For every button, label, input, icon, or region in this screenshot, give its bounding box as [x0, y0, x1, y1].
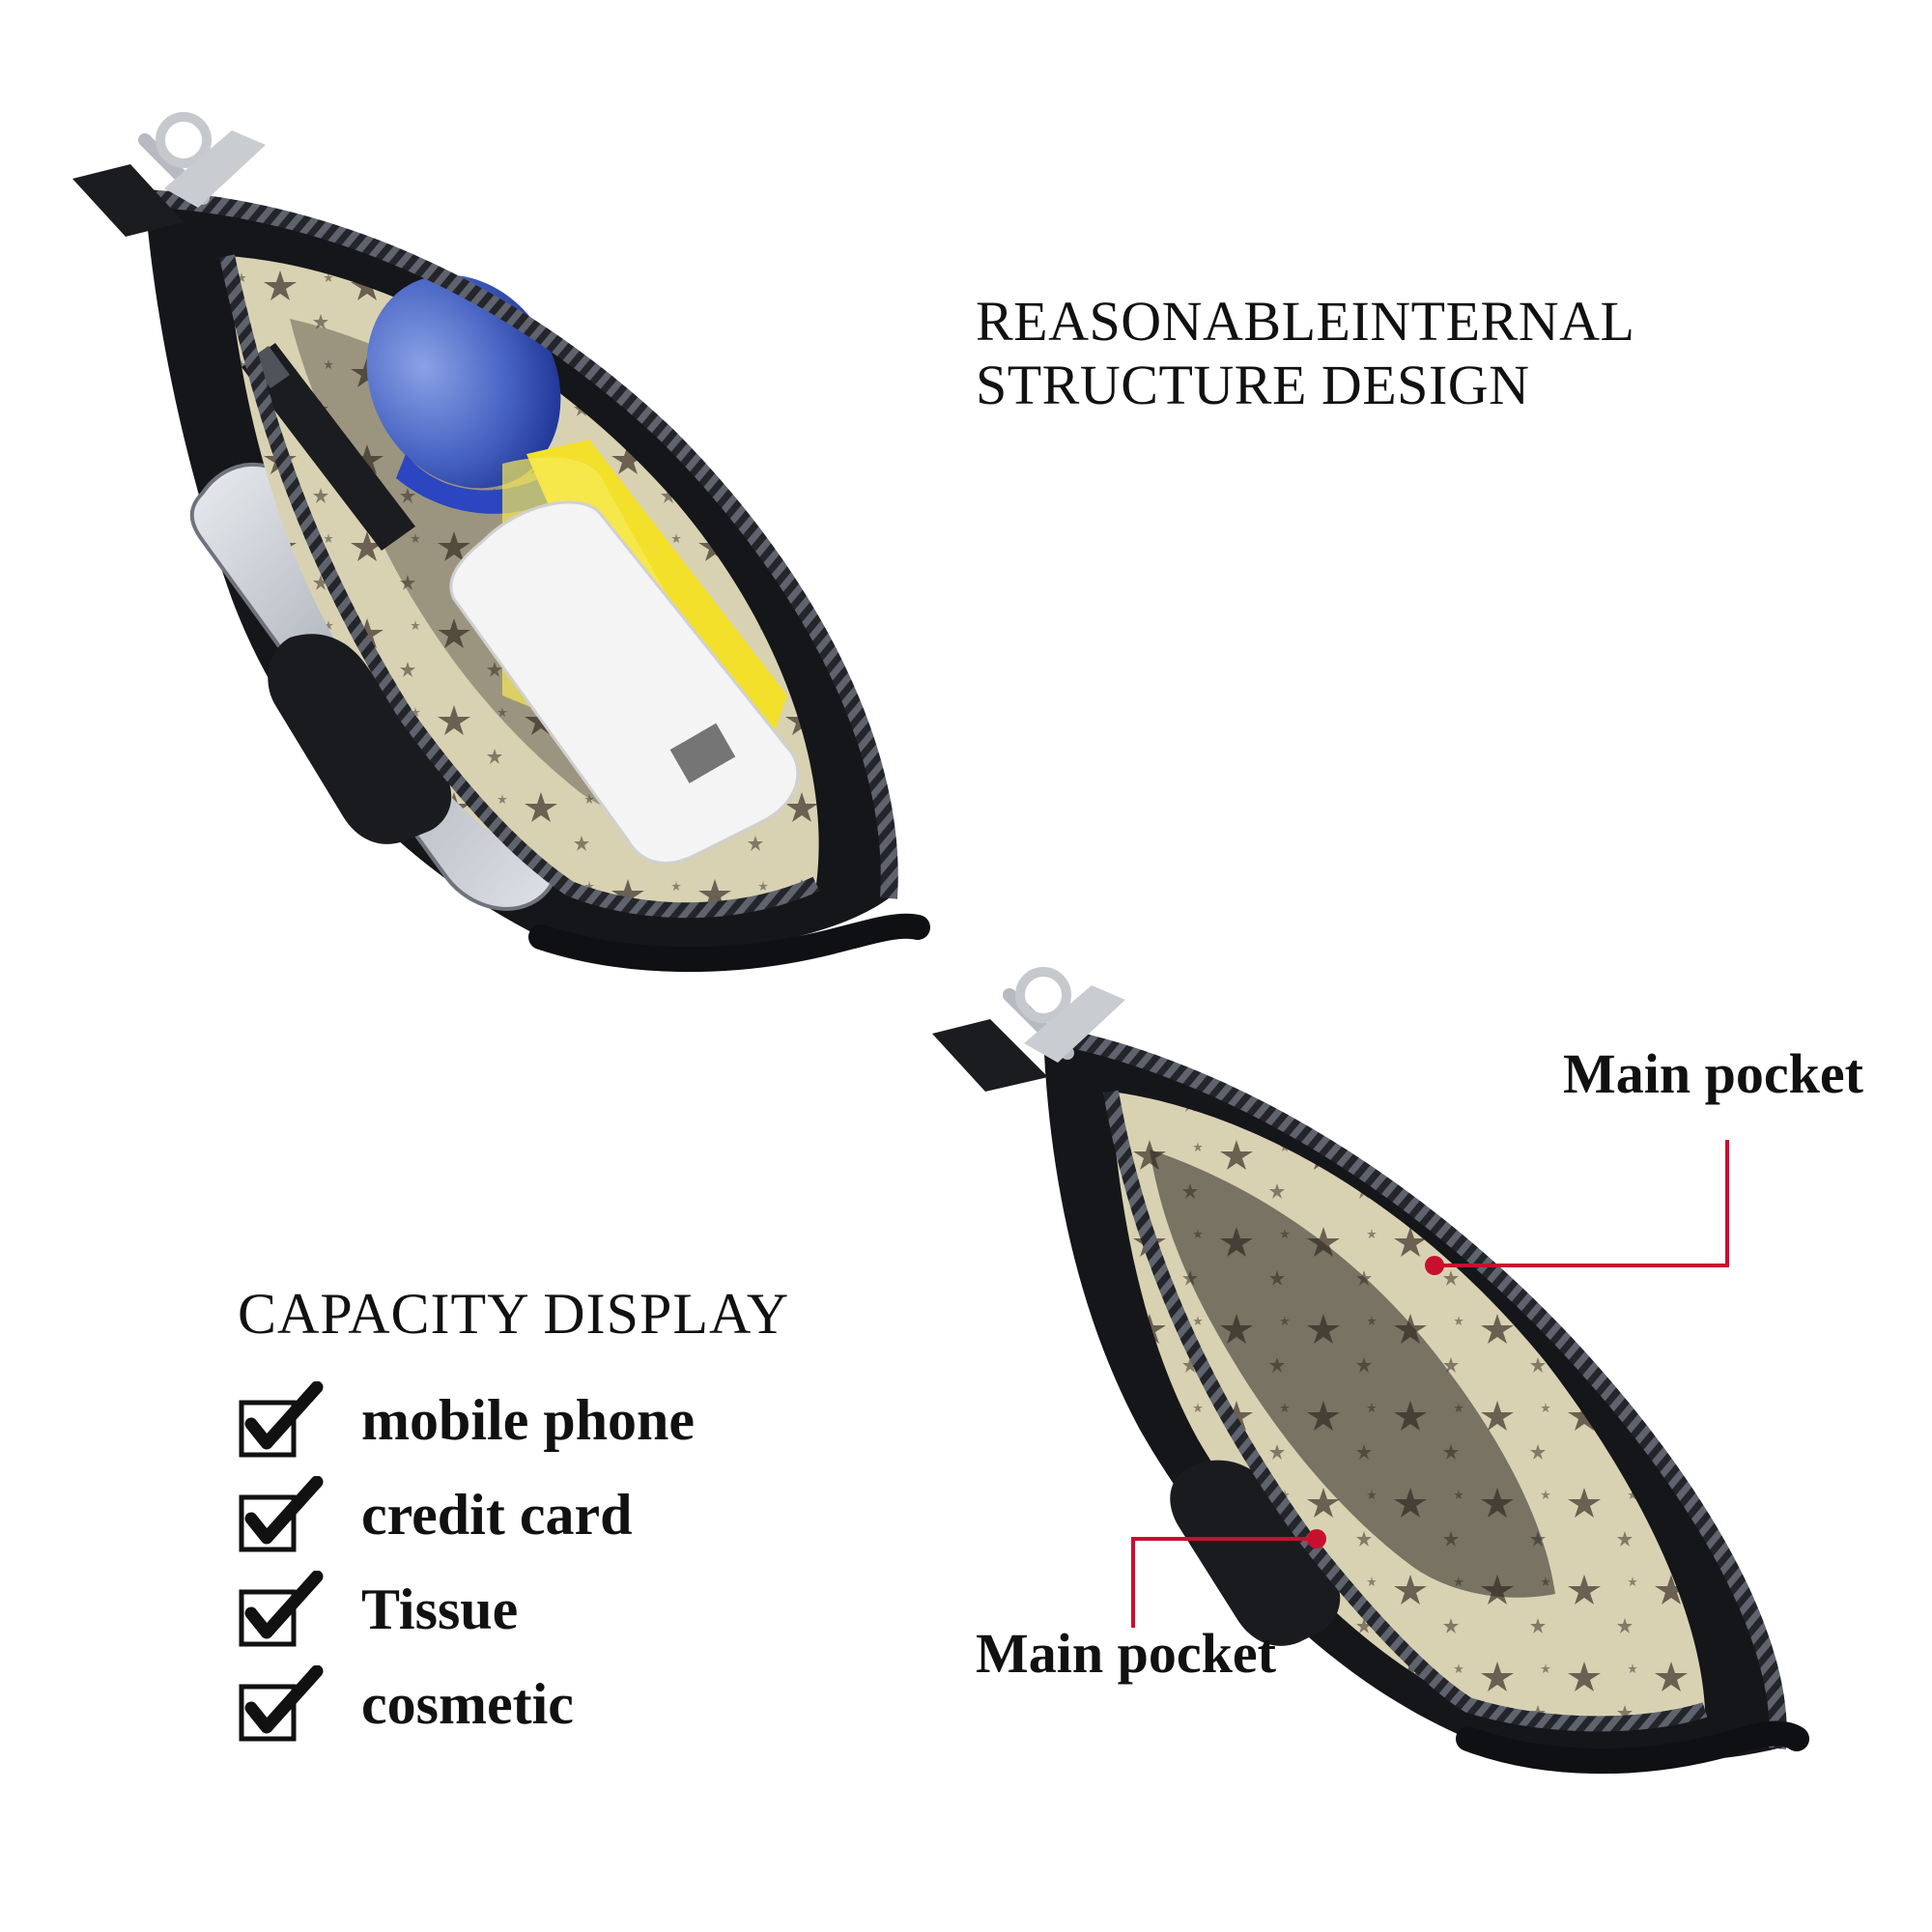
callout-leader-bottom [1131, 1529, 1326, 1628]
capacity-item-credit-card: credit card [238, 1467, 789, 1562]
bottom-pouch-image [932, 967, 1809, 1775]
callout-main-pocket-bottom: Main pocket [976, 1622, 1276, 1685]
checkbox-checked-icon [239, 1665, 324, 1742]
capacity-item-tissue: Tissue [238, 1562, 789, 1657]
capacity-item-mobile-phone: mobile phone [238, 1373, 789, 1467]
capacity-display: CAPACITY DISPLAY mobile phone credit car… [238, 1280, 789, 1751]
capacity-item-label: mobile phone [361, 1388, 696, 1452]
capacity-title: CAPACITY DISPLAY [238, 1282, 790, 1346]
top-pouch-image [72, 112, 930, 973]
zipper-pull-image [72, 112, 266, 237]
capacity-item-cosmetic: cosmetic [238, 1657, 789, 1751]
capacity-item-label: credit card [361, 1483, 633, 1547]
pen-image [242, 343, 415, 551]
callout-main-pocket-top: Main pocket [1563, 1042, 1863, 1105]
headline-line-1: REASONABLEINTERNAL [976, 290, 1635, 353]
headline: REASONABLEINTERNAL STRUCTURE DESIGN [976, 290, 1634, 417]
headline-line-2: STRUCTURE DESIGN [976, 354, 1530, 416]
checkbox-checked-icon [239, 1476, 324, 1552]
checkbox-checked-icon [239, 1381, 324, 1458]
checkbox-checked-icon [239, 1571, 324, 1647]
callout-leader-top [1425, 1140, 1729, 1275]
capacity-item-label: Tissue [361, 1577, 519, 1641]
capacity-list: mobile phone credit card Tissue [238, 1373, 789, 1751]
capacity-item-label: cosmetic [361, 1672, 574, 1736]
credit-card-pack-image [449, 500, 800, 865]
